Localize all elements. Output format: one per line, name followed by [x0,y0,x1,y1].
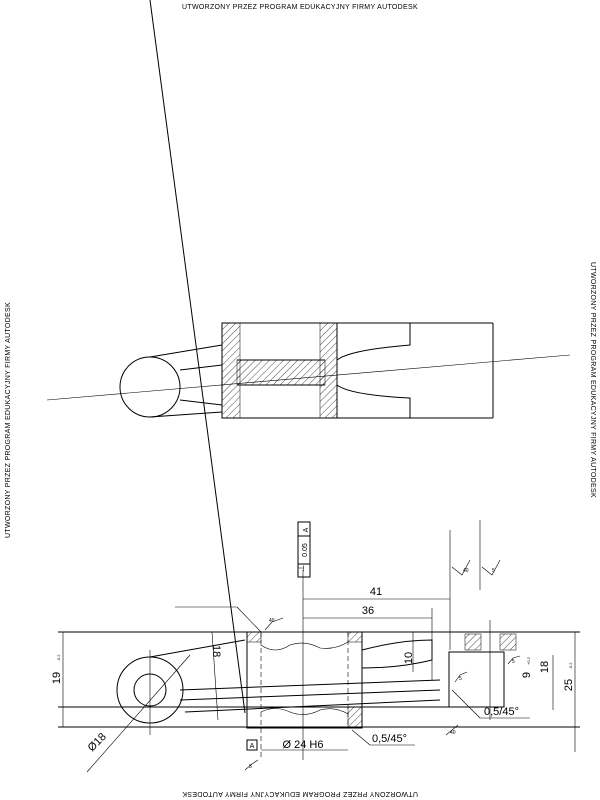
roughness-4: 40 [450,730,456,736]
perpendicularity-frame: A 0.05 ⊥ [297,521,311,578]
dim-10: 10 [403,652,415,664]
dimension-lines [62,520,576,773]
roughness-1: 40 [463,568,469,574]
watermark-top: UTWORZONY PRZEZ PROGRAM EDUKACYJNY FIRMY… [182,4,418,11]
roughness-2: 5 [492,568,495,574]
chamfer-label-1: 0,5/45° [372,733,407,745]
dim-41: 41 [370,586,382,598]
dim-diameter-24: Ø 24 H6 [283,739,324,751]
roughness-6: 5 [459,676,462,682]
dim-25-tolerance: -0.2 [568,662,573,670]
dim-36: 36 [362,605,374,617]
frame-datum: A [303,527,310,532]
chamfer-label-2: 0,5/45° [484,706,519,718]
frame-value: 0.05 [302,543,309,557]
datum-box [246,739,258,751]
frame-symbol: ⊥ [297,564,306,571]
dim-9: 9 [521,672,533,678]
roughness-3: 40 [269,618,275,624]
datum-label: A [250,743,255,750]
dim-25: 25 [563,679,575,691]
dim-diameter-18: Ø18 [86,731,109,754]
dim-9-tolerance: +0.2 [526,656,531,665]
watermark-left: UTWORZONY PRZEZ PROGRAM EDUKACYJNY FIRMY… [5,302,12,538]
roughness-5: 5 [249,764,252,770]
dim-18-left: 18 [210,645,222,657]
watermark-bottom: UTWORZONY PRZEZ PROGRAM EDUKACYJNY FIRMY… [182,790,418,797]
top-view [46,322,571,419]
dim-19: 19 [51,672,63,684]
roughness-7: 5 [512,659,515,665]
dim-18-right: 18 [539,661,551,673]
dim-19-tolerance: -0.2 [56,654,61,662]
roughness-symbols: 40 5 40 40 5 5 5 [244,559,521,771]
front-view [58,0,580,760]
watermark-right: UTWORZONY PRZEZ PROGRAM EDUKACYJNY FIRMY… [589,262,596,498]
